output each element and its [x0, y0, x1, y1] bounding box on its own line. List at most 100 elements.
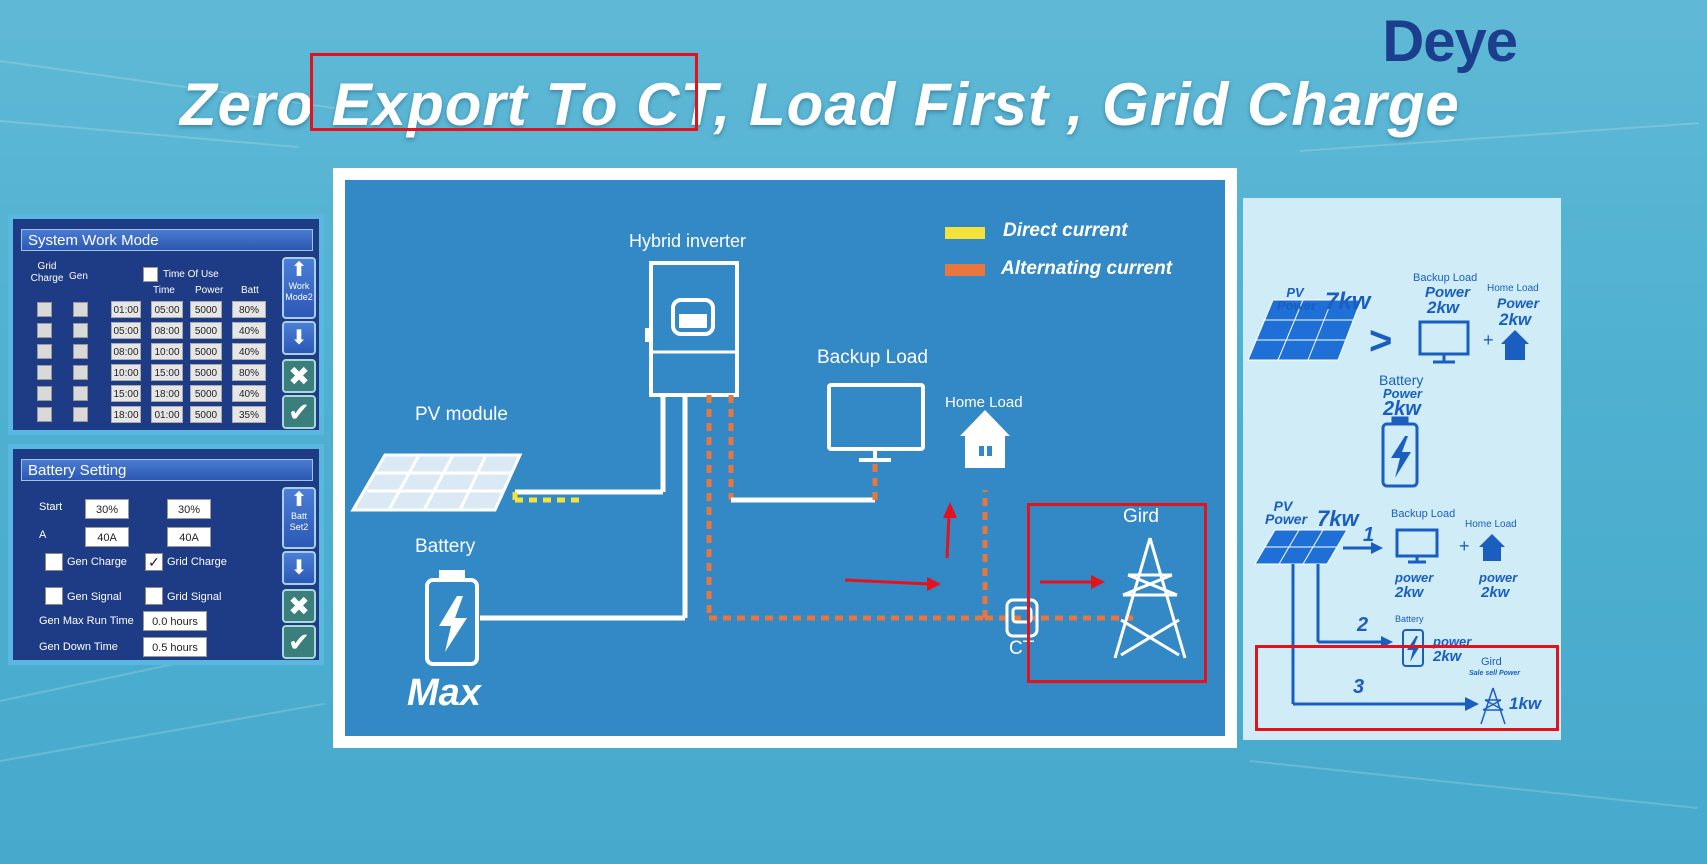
grid-charge-checkbox[interactable]	[37, 344, 52, 359]
slot-batt[interactable]: 80%	[232, 301, 266, 318]
slot-power[interactable]: 5000	[190, 301, 222, 318]
dc-legend-swatch	[945, 227, 985, 239]
top-battery-value: 2kw	[1383, 398, 1421, 420]
gen-max-run-input[interactable]: 0.0 hours	[143, 611, 207, 631]
slot-start-time[interactable]: 01:00	[111, 301, 141, 318]
bottom-grid-sub: Sale sell Power	[1469, 670, 1520, 677]
slot-end-time[interactable]: 10:00	[151, 343, 183, 360]
diagram-graphics	[350, 227, 1187, 666]
bottom-grid-value: 1kw	[1509, 694, 1542, 713]
gen-down-input[interactable]: 0.5 hours	[143, 637, 207, 657]
batt-set-up-button[interactable]: ⬆ Batt Set2	[282, 487, 316, 549]
slot-start-time[interactable]: 15:00	[111, 385, 141, 402]
slot-start-time[interactable]: 10:00	[111, 364, 141, 381]
top-backup-value: 2kw	[1427, 298, 1460, 317]
gen-checkbox[interactable]	[73, 365, 88, 380]
a-input-1[interactable]: 40A	[85, 527, 129, 547]
slot-start-time[interactable]: 08:00	[111, 343, 141, 360]
battery-icon	[425, 570, 479, 666]
arrow-down-icon: ⬇	[290, 327, 308, 349]
gen-signal-label: Gen Signal	[67, 591, 122, 603]
batt-set-down-button[interactable]: ⬇	[282, 551, 316, 585]
grid-charge-checkbox[interactable]	[37, 386, 52, 401]
grid-tower-icon	[1113, 537, 1187, 659]
grid-charge-checkbox[interactable]	[37, 323, 52, 338]
hybrid-inverter-label: Hybrid inverter	[629, 231, 747, 251]
greater-than-icon: >	[1369, 319, 1392, 363]
gen-checkbox[interactable]	[73, 407, 88, 422]
gen-max-run-label: Gen Max Run Time	[39, 615, 134, 627]
start-input-1[interactable]: 30%	[85, 499, 129, 519]
slot-batt[interactable]: 40%	[232, 343, 266, 360]
home-load-label: Home Load	[945, 394, 1023, 411]
batt-set-side-label: Batt Set2	[289, 511, 309, 532]
gen-charge-checkbox[interactable]	[45, 553, 63, 571]
slot-end-time[interactable]: 05:00	[151, 301, 183, 318]
top-pv-label: PV Power	[1277, 285, 1317, 313]
close-icon: ✖	[288, 361, 310, 391]
grid-charge-checkbox[interactable]	[37, 365, 52, 380]
slot-batt[interactable]: 35%	[232, 406, 266, 423]
bottom-home-label: Home Load	[1465, 519, 1517, 530]
slot-power[interactable]: 5000	[190, 406, 222, 423]
work-mode-up-button[interactable]: ⬆ Work Mode2	[282, 257, 316, 319]
slot-start-time[interactable]: 18:00	[111, 406, 141, 423]
check-icon: ✔	[288, 397, 310, 427]
grid-signal-label: Grid Signal	[167, 591, 222, 603]
grid-export-highlight-box	[1255, 645, 1559, 731]
top-battery-power-label: Power	[1383, 386, 1423, 401]
work-mode-down-button[interactable]: ⬇	[282, 321, 316, 355]
grid-signal-checkbox[interactable]	[145, 587, 163, 605]
inverter-wires	[480, 395, 1135, 621]
a-input-2[interactable]: 40A	[167, 527, 211, 547]
panel-title: Battery Setting	[21, 459, 313, 481]
ac-legend-swatch	[945, 264, 985, 276]
grid-charge-checkbox[interactable]: ✓	[145, 553, 163, 571]
work-mode-cancel-button[interactable]: ✖	[282, 359, 316, 393]
slot-end-time[interactable]: 15:00	[151, 364, 183, 381]
grid-charge-checkbox[interactable]	[37, 302, 52, 317]
work-mode-confirm-button[interactable]: ✔	[282, 395, 316, 429]
top-pv-value: 7kw	[1325, 288, 1371, 315]
top-pv-panel-icon	[1247, 299, 1362, 361]
slot-power[interactable]: 5000	[190, 385, 222, 402]
slot-power[interactable]: 5000	[190, 343, 222, 360]
batt-set-cancel-button[interactable]: ✖	[282, 589, 316, 623]
col-power: Power	[195, 285, 224, 296]
slot-power[interactable]: 5000	[190, 364, 222, 381]
gen-signal-checkbox[interactable]	[45, 587, 63, 605]
plus-icon: +	[1483, 330, 1494, 350]
gen-checkbox[interactable]	[73, 386, 88, 401]
slot-batt[interactable]: 40%	[232, 322, 266, 339]
time-of-use-checkbox[interactable]	[143, 267, 158, 282]
brand-logo: Deye	[1382, 9, 1518, 74]
slot-start-time[interactable]: 05:00	[111, 322, 141, 339]
slot-end-time[interactable]: 01:00	[151, 406, 183, 423]
top-backup-power-label: Power	[1425, 284, 1471, 301]
gen-checkbox[interactable]	[73, 302, 88, 317]
background-streak	[0, 702, 326, 762]
gen-checkbox[interactable]	[73, 323, 88, 338]
slot-end-time[interactable]: 18:00	[151, 385, 183, 402]
slot-batt[interactable]: 80%	[232, 364, 266, 381]
start-input-2[interactable]: 30%	[167, 499, 211, 519]
summary-graphics: > +	[1247, 299, 1529, 725]
batt-set-confirm-button[interactable]: ✔	[282, 625, 316, 659]
gen-checkbox[interactable]	[73, 344, 88, 359]
slot-power[interactable]: 5000	[190, 322, 222, 339]
col-batt: Batt	[241, 285, 259, 296]
panel-title: System Work Mode	[21, 229, 313, 251]
ct-sensor-icon	[1005, 598, 1039, 638]
work-mode-side-label: Work Mode2	[285, 281, 313, 302]
top-battery-icon	[1381, 416, 1419, 488]
bottom-home-power-label: power	[1479, 570, 1518, 585]
slot-batt[interactable]: 40%	[232, 385, 266, 402]
top-home-icon	[1501, 330, 1529, 360]
grid-charge-checkbox[interactable]	[37, 407, 52, 422]
title-part-3: , Load First , Grid Charge	[713, 71, 1460, 138]
slot-end-time[interactable]: 08:00	[151, 322, 183, 339]
system-work-mode-panel: System Work Mode Grid Charge Gen Time Of…	[8, 214, 324, 435]
step-2-label: 2	[1357, 614, 1369, 636]
a-label: A	[39, 529, 47, 541]
battery-setting-panel: Battery Setting Start 30% 30% A 40A 40A …	[8, 444, 324, 665]
